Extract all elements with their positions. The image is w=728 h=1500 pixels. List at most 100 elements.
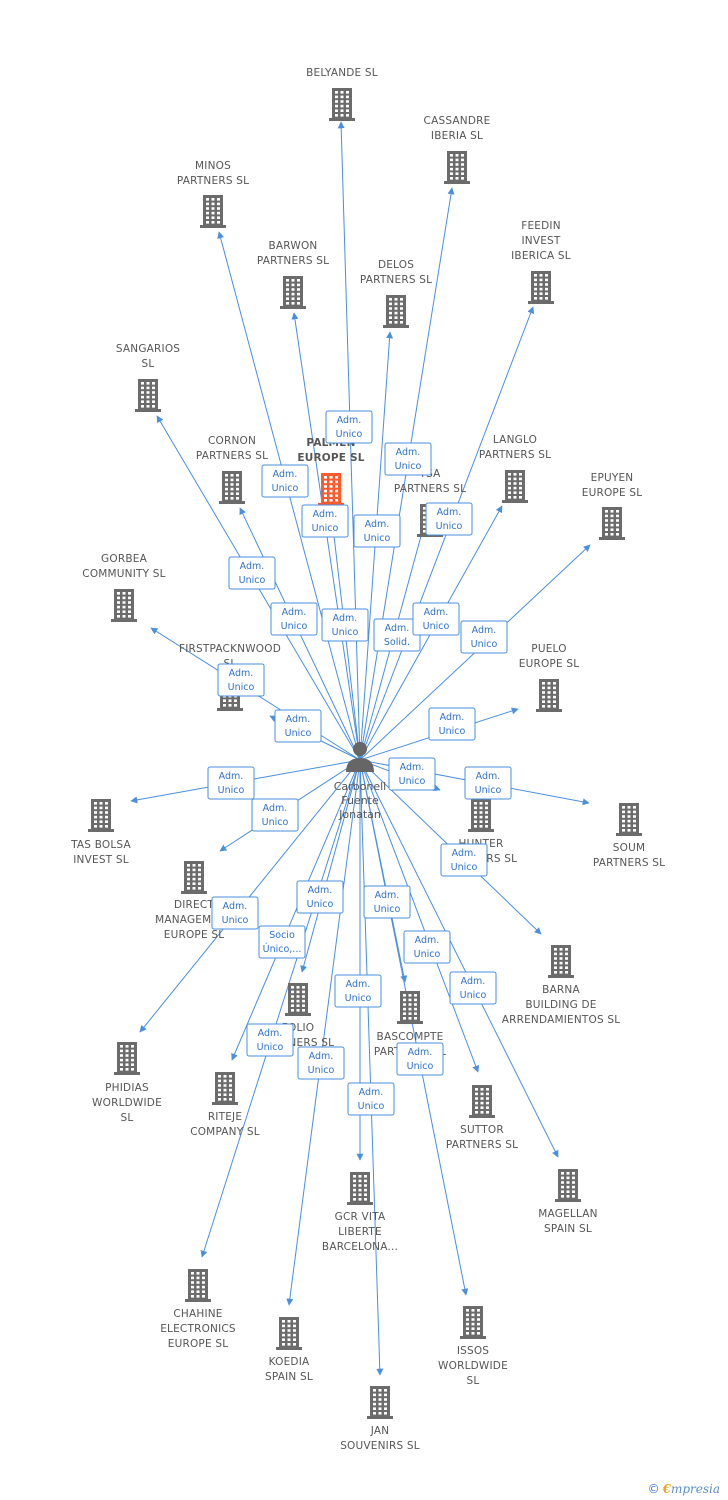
role-text: Adm. bbox=[375, 890, 400, 901]
company-label-line: EUROPE SL bbox=[519, 658, 580, 670]
role-box bbox=[274, 709, 322, 743]
company-label-line: PUELO bbox=[531, 643, 566, 655]
role-badge-gorbea[interactable]: Adm.Unico bbox=[217, 663, 265, 697]
role-badge-belyande[interactable]: Adm.Unico bbox=[325, 410, 373, 444]
edge-magellan bbox=[359, 759, 559, 1158]
role-box bbox=[270, 602, 318, 636]
company-label-line: IBERICA SL bbox=[511, 250, 571, 262]
role-badge-cornon[interactable]: Adm.Unico bbox=[321, 608, 369, 642]
role-badge-feedin[interactable]: Adm. Unico bbox=[425, 502, 473, 536]
company-node-belyande[interactable]: BELYANDE SL bbox=[306, 67, 378, 121]
role-badge-firstpack[interactable]: Adm.Unico bbox=[274, 709, 322, 743]
role-badge-chahine[interactable]: Adm.Unico bbox=[246, 1023, 294, 1057]
role-badge-gcr[interactable]: Adm.Unico bbox=[334, 974, 382, 1008]
building-icon bbox=[599, 507, 625, 540]
company-label-line: BUILDING DE bbox=[525, 999, 596, 1011]
role-text: Único,... bbox=[263, 943, 302, 955]
role-badge-barwon[interactable]: Adm.Unico bbox=[301, 504, 349, 538]
company-label-line: INVEST bbox=[521, 235, 560, 247]
role-text: Adm. bbox=[385, 623, 410, 634]
company-node-puelo[interactable]: PUELO EUROPE SL bbox=[519, 643, 580, 712]
role-badge-puelo[interactable]: Adm.Unico bbox=[428, 707, 476, 741]
company-label-line: CORNON bbox=[208, 435, 256, 447]
role-text: Adm. bbox=[308, 885, 333, 896]
role-text: Adm. bbox=[273, 469, 298, 480]
role-text: Adm. bbox=[452, 848, 477, 859]
company-node-gcr[interactable]: GCR VITALIBERTEBARCELONA... bbox=[322, 1172, 398, 1253]
role-text: Unico bbox=[222, 915, 249, 926]
company-label-line: BARWON bbox=[269, 240, 318, 252]
role-badge-minos[interactable]: Adm.Unico bbox=[261, 464, 309, 498]
company-label-line: BARCELONA... bbox=[322, 1241, 398, 1253]
role-badge-jan[interactable]: Adm.Unico bbox=[347, 1082, 395, 1116]
role-badge-barna[interactable]: Adm.Unico bbox=[440, 843, 488, 877]
role-badge-bascompte[interactable]: Adm.Unico bbox=[403, 930, 451, 964]
company-label-line: LANGLO bbox=[493, 434, 537, 446]
role-badge-palmen[interactable]: Adm.Unico bbox=[270, 602, 318, 636]
building-icon bbox=[285, 983, 311, 1016]
role-box bbox=[428, 707, 476, 741]
role-box bbox=[334, 974, 382, 1008]
role-badge-tasbolsa[interactable]: Adm.Unico bbox=[207, 766, 255, 800]
role-badge-sangarios[interactable]: Adm.Unico bbox=[228, 556, 276, 590]
role-badge-delos[interactable]: Adm.Unico bbox=[353, 514, 401, 548]
company-label-line: PHIDIAS bbox=[105, 1082, 149, 1094]
role-text: Unico bbox=[460, 990, 487, 1001]
role-text: Adm. bbox=[240, 561, 265, 572]
role-badge-cassandre[interactable]: Adm.Unico bbox=[384, 442, 432, 476]
role-box bbox=[207, 766, 255, 800]
company-label-line: SOUM bbox=[613, 842, 645, 854]
building-icon bbox=[444, 151, 470, 184]
role-badge-langlo[interactable]: Adm.Unico bbox=[412, 602, 460, 636]
role-text: Unico bbox=[332, 627, 359, 638]
edge-koedia bbox=[286, 759, 361, 1306]
role-badge-soum[interactable]: Adm.Unico bbox=[464, 766, 512, 800]
role-text: Unico bbox=[336, 429, 363, 440]
company-label-line: EUROPE SL bbox=[168, 1338, 229, 1350]
role-badge-folio[interactable]: SocioÚnico,... bbox=[258, 925, 306, 959]
role-badge-riteje[interactable]: Adm.Unico bbox=[296, 880, 344, 914]
role-badge-koedia[interactable]: Adm.Unico bbox=[297, 1046, 345, 1080]
role-badge-hunter[interactable]: Adm.Unico bbox=[388, 757, 436, 791]
role-text: Adm. bbox=[359, 1087, 384, 1098]
company-label-line: ARRENDAMIENTOS SL bbox=[502, 1014, 621, 1026]
role-text: Unico bbox=[281, 621, 308, 632]
role-badge-issos[interactable]: Adm.Unico bbox=[396, 1042, 444, 1076]
role-text: Adm. bbox=[440, 712, 465, 723]
role-badge-direct[interactable]: Adm.Unico bbox=[251, 798, 299, 832]
role-text: Unico bbox=[436, 521, 463, 532]
role-badge-magellan[interactable]: Adm.Unico bbox=[363, 885, 411, 919]
company-label-line: ISSOS bbox=[457, 1345, 489, 1357]
role-badge-phidias[interactable]: Adm.Unico bbox=[211, 896, 259, 930]
role-text: Adm. bbox=[437, 507, 462, 518]
role-text: Unico bbox=[475, 785, 502, 796]
company-label-line: DELOS bbox=[378, 259, 414, 271]
role-badge-suttor[interactable]: Adm.Unico bbox=[449, 971, 497, 1005]
company-node-bascompte[interactable]: BASCOMPTEPARTNERS SL bbox=[374, 991, 446, 1058]
role-badge-epuyen[interactable]: Adm.Unico bbox=[460, 620, 508, 654]
role-badge-tsa[interactable]: Adm.Solid. bbox=[373, 618, 421, 652]
